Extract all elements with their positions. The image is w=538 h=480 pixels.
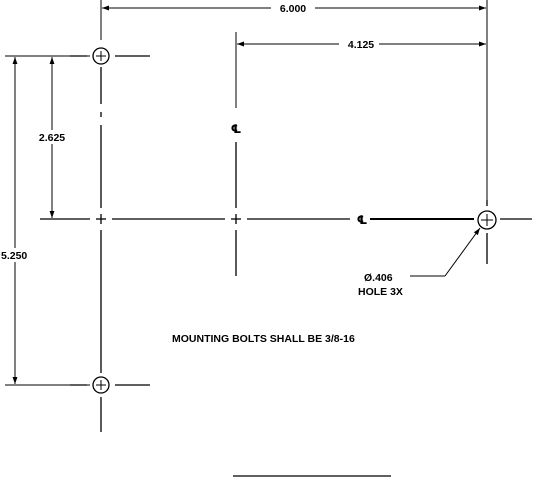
dimension-overall-width: 6.000 <box>102 2 486 15</box>
centerline-symbol-vertical: ℄ <box>231 122 242 136</box>
hole-top-left <box>92 47 110 65</box>
hole-right <box>477 210 497 230</box>
dim-overall-height-label: 5.250 <box>1 250 27 262</box>
hole-callout-diameter: Ø.406 <box>364 272 393 284</box>
hole-bottom-left <box>92 376 110 394</box>
hole-callout-leader <box>410 227 481 277</box>
dim-overall-width-label: 6.000 <box>280 3 306 15</box>
dimension-overall-height: 5.250 <box>0 57 34 384</box>
dim-half-height-label: 2.625 <box>39 132 65 144</box>
hole-callout-count: HOLE 3X <box>358 286 403 298</box>
hole-centerlines <box>70 55 150 386</box>
mounting-note: MOUNTING BOLTS SHALL BE 3/8-16 <box>172 333 355 345</box>
dimension-half-height: 2.625 <box>26 57 76 218</box>
extension-lines <box>5 0 488 386</box>
dimension-hole-offset: 4.125 <box>237 38 486 51</box>
centerline-symbol-horizontal: ℄ <box>357 213 368 227</box>
dim-hole-offset-label: 4.125 <box>348 39 374 51</box>
